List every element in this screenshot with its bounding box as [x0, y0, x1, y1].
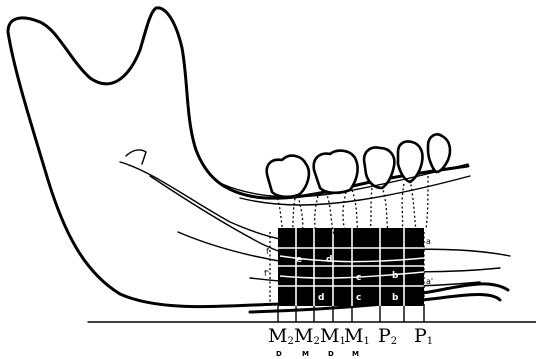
tooth-label-4: M1 — [344, 325, 370, 347]
tooth-label-6: P1 — [414, 325, 433, 347]
box-label-lower-3: b — [392, 293, 399, 303]
box-label-upper-1: e — [296, 255, 302, 265]
tooth-canine — [428, 134, 450, 172]
tooth-label-1: M2 — [268, 325, 294, 347]
box-label-upper-2: d — [326, 255, 332, 265]
edge-label-right-top: a — [426, 237, 431, 246]
tooth-side-1: D — [276, 350, 282, 358]
tooth-side-2: M — [302, 350, 309, 358]
box-label-middle-2: b — [392, 271, 399, 281]
tooth-m1 — [314, 151, 358, 193]
edge-label-left-top: f — [266, 247, 269, 256]
tooth-side-3: D — [328, 350, 334, 358]
tooth-label-2: M2 — [294, 325, 320, 347]
edge-label-right-bottom: a' — [426, 277, 433, 286]
box-label-lower-2: c — [356, 293, 361, 303]
box-label-middle-1: c — [356, 273, 361, 283]
tooth-label-3: M1 — [320, 325, 346, 347]
canal-curve-inner — [126, 150, 146, 164]
edge-label-left-bottom: f' — [264, 269, 269, 278]
tooth-m2 — [267, 156, 309, 197]
tooth-label-5: P2 — [378, 325, 397, 347]
tooth-side-4: M — [352, 350, 359, 358]
tooth-label-row: M2 D M2 M M1 D M1 M P2 P1 — [268, 325, 433, 358]
box-label-lower-1: d — [318, 293, 324, 303]
